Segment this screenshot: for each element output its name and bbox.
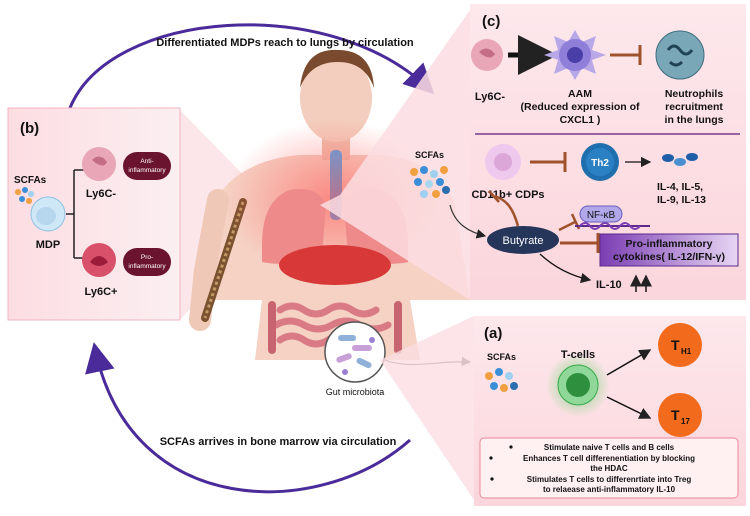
interleukin-molecules — [662, 153, 698, 166]
bullet-dots — [489, 445, 513, 481]
panel-c-tag: (c) — [482, 13, 500, 30]
ly6c-top-cell — [471, 39, 503, 71]
bottom-circulation-arrow — [85, 342, 411, 494]
nfkb-label: NF-κB — [587, 210, 616, 221]
tcells-label: T-cells — [561, 349, 595, 361]
middle-scfa-dots — [410, 166, 450, 198]
left-lung — [262, 189, 326, 264]
bullet-3-line2: to relaease anti-inflammatory IL-10 — [543, 485, 676, 494]
th1-main: T — [671, 337, 680, 353]
bottom-circulation-label: SCFAs arrives in bone marrow via circula… — [160, 436, 397, 448]
middle-scfas-label: SCFAs — [415, 150, 444, 160]
panel-a-scfas-label: SCFAs — [487, 352, 516, 362]
ly6c-minus-label: Ly6C- — [86, 188, 116, 200]
anti-inflammatory-badge — [123, 152, 171, 180]
th1-sub: H1 — [681, 347, 692, 356]
bullet-1-line1: Stimulate naive T cells and B cells — [544, 443, 675, 452]
neutrophil-cell — [655, 30, 705, 80]
pro-cytokines-line2: cytokines( IL-12/IFN-γ) — [613, 251, 725, 263]
panel-a-scfa-dots — [485, 368, 518, 392]
bullet-1: Stimulate naive T cells and B cells — [544, 443, 675, 452]
butyrate-inhibits-cytokines — [560, 233, 600, 253]
th17-cell — [658, 393, 702, 437]
th1-cell — [658, 323, 702, 367]
butyrate-inhibits-cdp — [494, 194, 520, 227]
panel-b-scfa-dots — [15, 187, 34, 204]
aam-line3: CXCL1 ) — [560, 114, 601, 126]
panel-a-tag: (a) — [484, 325, 502, 342]
scfas-to-butyrate-arrow — [449, 204, 487, 239]
tcell — [546, 353, 610, 417]
bullet-2-line2: the HDAC — [590, 464, 628, 473]
panel-a-bullets-box — [479, 437, 739, 499]
aam-macrophage — [544, 30, 606, 80]
top-circulation-arrow — [68, 23, 435, 109]
th17-main: T — [671, 407, 680, 423]
ly6c-plus-cell — [82, 243, 116, 277]
bullet-2-line1: Enhances T cell differenentiation by blo… — [523, 454, 695, 463]
tcell-to-th1-arrow — [606, 349, 652, 376]
cdp-inhibits-th2 — [530, 152, 567, 172]
pro-inflammatory-cytokines-box — [599, 233, 739, 267]
anti-badge-line1: Anti- — [140, 158, 153, 165]
pro-cytokines-line1: Pro-inflammatory — [626, 238, 713, 250]
top-circulation-label: Differentiated MDPs reach to lungs by ci… — [156, 37, 414, 49]
anti-badge-line2: inflammatory — [128, 167, 166, 174]
il10-label: IL-10 — [596, 279, 622, 291]
neutrophils-line2: recruitment — [665, 101, 723, 113]
aam-inhibits-neutrophils — [610, 45, 642, 65]
butyrate-to-il10-arrow — [539, 253, 592, 284]
panel-a-connector — [380, 316, 474, 500]
aam-line1: AAM — [568, 88, 592, 100]
ly6c-plus-label: Ly6C+ — [85, 286, 118, 298]
mdp-branch-lines — [66, 169, 84, 259]
liver — [279, 245, 391, 285]
pro-inflammatory-badge — [123, 248, 171, 276]
interleukins-line1: IL-4, IL-5, — [657, 181, 703, 193]
ly6c-minus-cell — [82, 147, 116, 181]
aam-line2: (Reduced expression of — [520, 101, 640, 113]
mdp-cell — [30, 196, 66, 232]
gut-microbiota-magnifier — [324, 321, 386, 383]
bullet-2: Enhances T cell differenentiation by blo… — [523, 454, 695, 473]
cdp-cell — [485, 144, 521, 180]
pro-badge-line2: inflammatory — [128, 263, 166, 270]
butyrate-node — [487, 226, 559, 254]
lung-connector — [320, 10, 470, 300]
neutrophils-line3: in the lungs — [665, 114, 724, 126]
th2-cell — [581, 143, 619, 181]
gut-microbiota-label: Gut microbiota — [326, 387, 385, 397]
pro-badge-line1: Pro- — [141, 254, 153, 261]
neutrophils-line1: Neutrophils — [665, 88, 723, 100]
mdp-label: MDP — [36, 239, 60, 251]
panel-b-scfas-label: SCFAs — [14, 175, 47, 186]
bullet-3: Stimulates T cells to differenrtiate int… — [527, 475, 692, 494]
panel-b-tag: (b) — [20, 120, 39, 137]
cdp-label: CD11b+ CDPs — [471, 189, 544, 201]
panel-c-ly6c-label: Ly6C- — [475, 91, 505, 103]
bullet-3-line1: Stimulates T cells to differenrtiate int… — [527, 475, 692, 484]
interleukins-line2: IL-9, IL-13 — [657, 194, 706, 206]
tcell-to-th17-arrow — [606, 396, 652, 419]
nfkb-complex — [579, 205, 623, 223]
butyrate-label: Butyrate — [503, 235, 544, 247]
th2-label: Th2 — [591, 158, 609, 169]
th17-sub: 17 — [681, 417, 690, 426]
